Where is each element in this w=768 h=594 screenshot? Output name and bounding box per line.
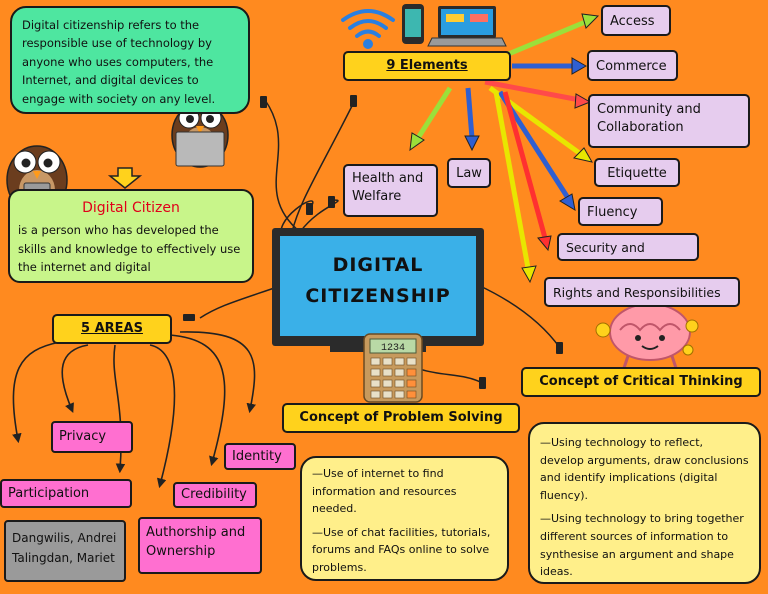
element-rights-responsibilities: Rights and Responsibilities	[544, 277, 740, 307]
authors-text: Dangwilis, Andrei Talingdan, Mariet	[12, 531, 117, 566]
area-authorship-ownership: Authorship and Ownership	[138, 517, 262, 574]
element-access: Access	[601, 5, 671, 36]
element-security-privacy: Security and Privacy	[557, 233, 699, 261]
down-arrow-icon	[107, 167, 143, 189]
cable-plugs	[183, 95, 563, 389]
critical-thinking-box: —Using technology to reflect, develop ar…	[528, 422, 761, 584]
critical-thinking-title: Concept of Critical Thinking	[521, 367, 761, 397]
area-privacy: Privacy	[51, 421, 133, 453]
intro-definition-box: Digital citizenship refers to the respon…	[10, 6, 250, 114]
center-title: DIGITAL CITIZENSHIP	[305, 254, 451, 308]
element-health-welfare: Health and Welfare	[343, 164, 438, 217]
owl-with-laptop-icon	[171, 102, 229, 168]
arrow-law	[465, 87, 475, 139]
area-identity: Identity	[224, 443, 296, 470]
digital-citizen-box: Digital Citizen is a person who has deve…	[8, 189, 254, 283]
monitor-icon	[272, 228, 484, 352]
arrow-community	[484, 79, 581, 103]
element-fluency: Fluency	[578, 197, 663, 226]
problem-solving-point-2: —Use of chat facilities, tutorials, foru…	[312, 525, 491, 574]
intro-definition-text: Digital citizenship refers to the respon…	[22, 18, 216, 106]
wifi-icon	[341, 9, 395, 49]
problem-solving-point-1: —Use of internet to find information and…	[312, 467, 457, 516]
element-commerce: Commerce	[587, 50, 678, 81]
element-arrows	[409, 13, 600, 284]
authors-box: Dangwilis, Andrei Talingdan, Mariet	[4, 520, 126, 582]
brain-icon	[595, 303, 699, 369]
laptop-icon	[427, 6, 507, 47]
calculator-display: 1234	[381, 343, 405, 354]
critical-thinking-point-2: —Using technology to bring together diff…	[540, 512, 744, 579]
critical-thinking-point-1: —Using technology to reflect, develop ar…	[540, 436, 749, 502]
arrow-security	[502, 91, 548, 239]
digital-citizen-title: Digital Citizen	[82, 200, 180, 216]
problem-solving-title: Concept of Problem Solving	[282, 403, 520, 433]
area-arrows	[12, 331, 256, 489]
area-participation: Participation	[0, 479, 132, 508]
elements-label: 9 Elements	[343, 51, 511, 81]
element-law: Law	[447, 158, 491, 188]
arrow-health	[415, 86, 453, 140]
element-community-collaboration: Community and Collaboration	[588, 94, 750, 148]
smartphone-icon	[402, 4, 424, 44]
element-etiquette: Etiquette	[594, 158, 680, 187]
area-credibility: Credibility	[173, 482, 257, 508]
digital-citizen-text: is a person who has developed the skills…	[18, 223, 241, 275]
calculator-icon: 1234	[363, 333, 423, 403]
areas-label: 5 AREAS	[52, 314, 172, 344]
arrow-rights	[493, 91, 531, 269]
problem-solving-box: —Use of internet to find information and…	[300, 456, 509, 581]
